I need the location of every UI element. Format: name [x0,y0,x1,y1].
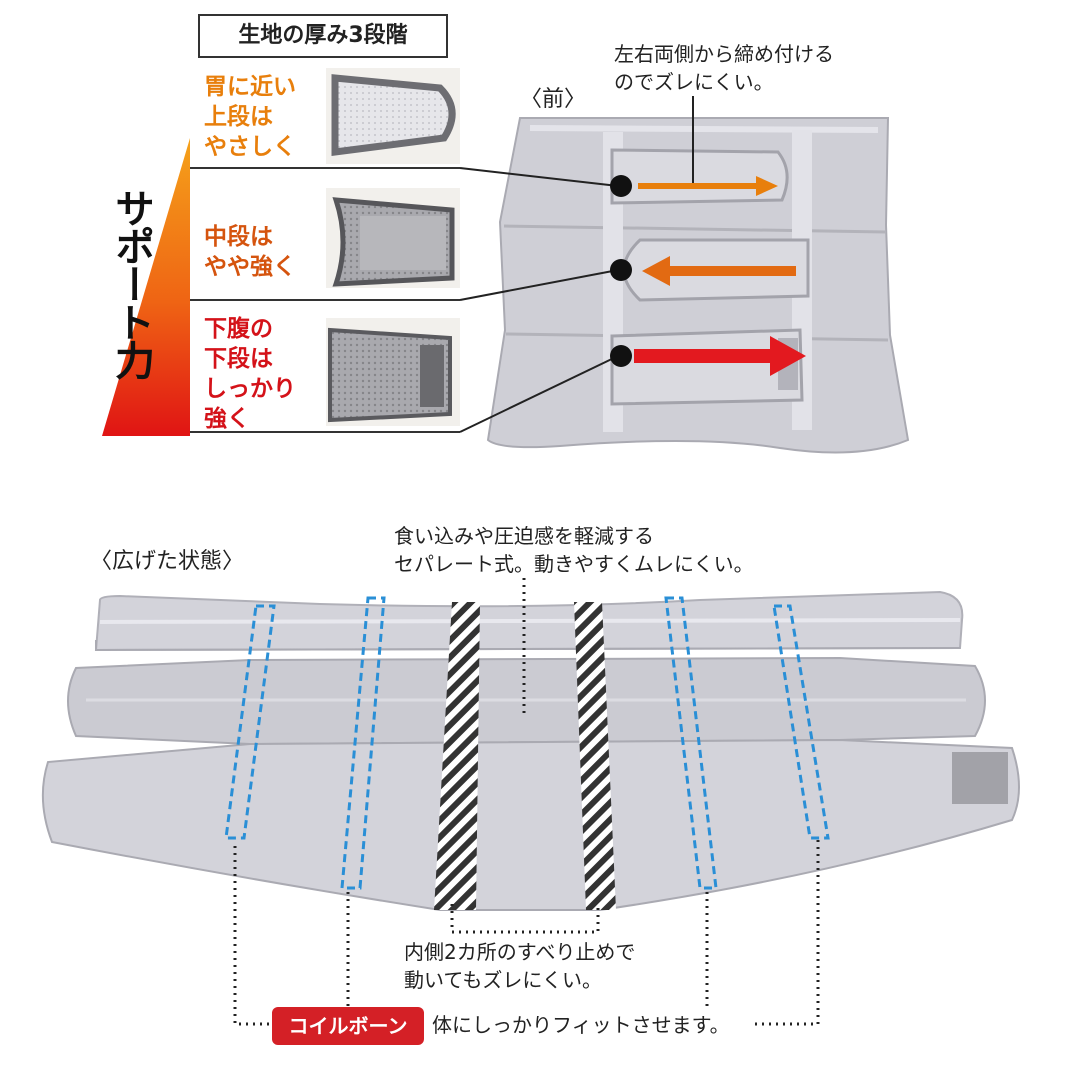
front-note: 左右両側から締め付ける のでズレにくい。 [614,40,834,96]
arrow-left-icon [642,256,796,286]
dot-icon [610,175,632,197]
slip-stop-left [434,602,480,910]
coil-bone-note: 体にしっかりフィットさせます。 [432,1013,730,1037]
fabric-sample-lower [326,318,460,426]
tier-lower-line2: 下段は [204,346,273,372]
fabric-sample-upper [326,68,460,164]
tier-lower-line1: 下腹の [204,316,273,342]
fabric-thickness-label: 生地の厚み3段階 [198,14,448,58]
slip-stop-note-line1: 内側2カ所のすべり止めで [404,940,636,964]
tier-middle-line2: やや強く [204,254,296,280]
support-axis-label: サポート力 [108,188,154,378]
dot-icon [610,259,632,281]
coil-bone-outlines [224,596,830,890]
leader-line-upper [459,167,619,187]
slip-stop-note: 内側2カ所のすべり止めで 動いてもズレにくい。 [404,938,635,994]
tier-upper-line2: 上段は [204,104,273,130]
fabric-sample-middle [326,188,460,288]
front-note-line1: 左右両側から締め付ける [614,42,834,66]
tier-upper-text: 胃に近い 上段は やさしく [204,72,296,162]
arrow-right-icon [634,336,806,376]
tier-middle-line1: 中段は [204,224,273,250]
coil-bone-badge: コイルボーン [272,1007,424,1045]
front-view-label: 〈前〉 [520,87,587,112]
front-note-line2: のでズレにくい。 [614,70,774,94]
belt-front-view [486,117,910,454]
tier-lower-line4: 強く [204,406,250,432]
tier-lower-text: 下腹の 下段は しっかり 強く [204,314,296,434]
leader-line-middle [459,269,619,301]
dotted-leaders [233,578,820,1026]
slip-stop-right [574,602,616,910]
tier-upper-line1: 胃に近い [204,74,296,100]
dot-icon [610,345,632,367]
arrow-right-icon [638,176,778,196]
tier-lower-line3: しっかり [204,376,296,402]
gradient-triangle-icon [102,138,190,436]
spread-view-label: 〈広げた状態〉 [90,549,245,574]
tier-middle-text: 中段は やや強く [204,222,296,282]
tier-upper-line3: やさしく [204,134,296,160]
slip-stop-note-line2: 動いてもズレにくい。 [404,968,602,992]
separate-note-line2: セパレート式。動きやすくムレにくい。 [394,552,754,576]
separate-note: 食い込みや圧迫感を軽減する セパレート式。動きやすくムレにくい。 [394,522,754,578]
belt-spread-view [41,590,1020,911]
separate-note-line1: 食い込みや圧迫感を軽減する [394,524,654,548]
leader-line-lower [459,355,619,433]
